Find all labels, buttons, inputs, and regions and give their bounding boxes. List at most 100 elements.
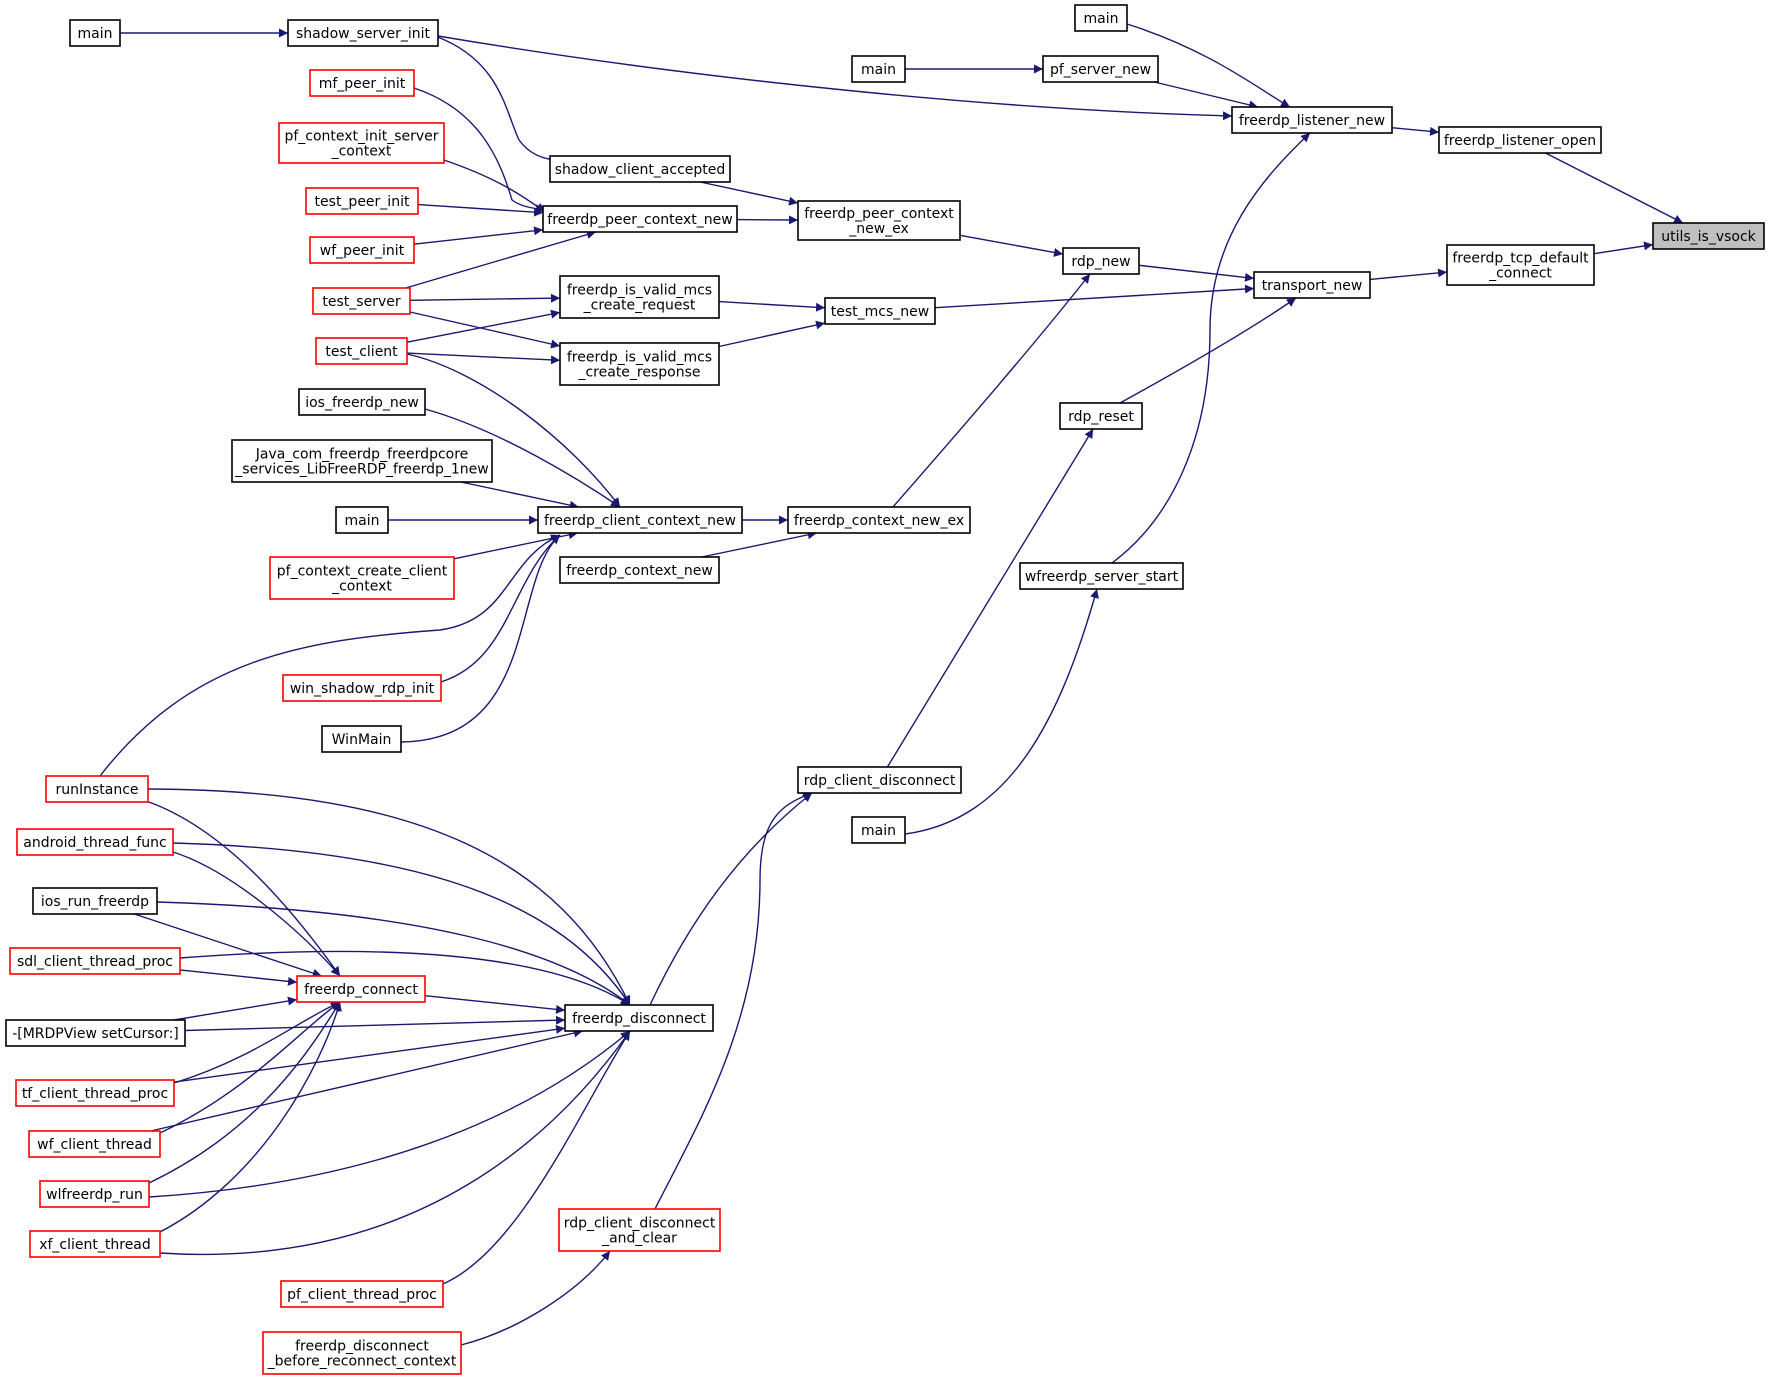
node-test-client[interactable]: test_client bbox=[315, 337, 408, 365]
edge-pf-client-thread-proc-to-freerdp-disconnect bbox=[442, 1030, 631, 1285]
node-test-server[interactable]: test_server bbox=[312, 287, 411, 315]
node-box bbox=[280, 1280, 444, 1308]
node-transport-new[interactable]: transport_new bbox=[1253, 271, 1371, 299]
node-main-c[interactable]: main bbox=[851, 816, 906, 844]
node-freerdp-context-new[interactable]: freerdp_context_new bbox=[559, 556, 720, 584]
node-rdp-reset[interactable]: rdp_reset bbox=[1059, 402, 1143, 430]
edge-rdp-client-disconnect-and-clear-to-rdp-client-disconnect bbox=[654, 791, 813, 1210]
node-freerdp-peer-context-new[interactable]: freerdp_peer_context_new bbox=[542, 205, 738, 233]
node-freerdp-peer-context-new-ex[interactable]: freerdp_peer_context_new_ex bbox=[797, 200, 961, 241]
node-freerdp-tcp-default-connect[interactable]: freerdp_tcp_default_connect bbox=[1446, 244, 1595, 286]
node-wlfreerdp-run[interactable]: wlfreerdp_run bbox=[39, 1180, 150, 1208]
edge-freerdp-listener-open-to-utils-is-vsock bbox=[1545, 152, 1684, 224]
node-box bbox=[231, 439, 493, 483]
node-ios-run-freerdp[interactable]: ios_run_freerdp bbox=[32, 887, 158, 915]
node-box bbox=[28, 1130, 161, 1158]
node-shadow-server-init[interactable]: shadow_server_init bbox=[287, 19, 439, 47]
node-freerdp-context-new-ex[interactable]: freerdp_context_new_ex bbox=[787, 506, 971, 534]
node-label: wf_client_thread bbox=[37, 1137, 152, 1153]
node-label: wfreerdp_server_start bbox=[1025, 569, 1179, 585]
node-freerdp-is-valid-mcs-create-response[interactable]: freerdp_is_valid_mcs_create_response bbox=[559, 342, 720, 386]
node-box bbox=[287, 19, 439, 47]
node-label: _and_clear bbox=[601, 1231, 677, 1247]
edge-shadow-client-accepted-to-freerdp-peer-context-new-ex bbox=[700, 181, 799, 206]
node-test-mcs-new[interactable]: test_mcs_new bbox=[824, 297, 936, 325]
node-box bbox=[797, 766, 962, 794]
node-rdp-new[interactable]: rdp_new bbox=[1062, 247, 1140, 275]
node-xf-client-thread[interactable]: xf_client_thread bbox=[29, 1230, 161, 1258]
node-pf-context-create-client-context[interactable]: pf_context_create_client_context bbox=[269, 556, 455, 600]
node-box bbox=[29, 1230, 161, 1258]
node-label: _context bbox=[331, 144, 392, 160]
node-main-e[interactable]: main bbox=[851, 55, 906, 83]
node-main-d[interactable]: main bbox=[1074, 4, 1128, 32]
node-freerdp-client-context-new[interactable]: freerdp_client_context_new bbox=[537, 506, 743, 534]
node-box bbox=[9, 947, 181, 975]
node-main-a[interactable]: main bbox=[69, 19, 121, 47]
edge-transport-new-to-freerdp-tcp-default-connect bbox=[1369, 268, 1448, 281]
node-label: xf_client_thread bbox=[39, 1237, 151, 1253]
node-runinstance[interactable]: runInstance bbox=[45, 775, 149, 803]
node-test-peer-init[interactable]: test_peer_init bbox=[305, 187, 419, 215]
edge-pf-context-create-client-context-to-freerdp-client-context-new bbox=[453, 530, 578, 560]
node-main-b[interactable]: main bbox=[335, 506, 389, 534]
node-label: test_server bbox=[322, 294, 400, 310]
node-box bbox=[559, 342, 720, 386]
node-ios-freerdp-new[interactable]: ios_freerdp_new bbox=[298, 388, 426, 416]
edge-xf-client-thread-to-freerdp-disconnect bbox=[159, 1030, 631, 1255]
node-pf-server-new[interactable]: pf_server_new bbox=[1042, 55, 1159, 83]
edge-sdl-client-thread-proc-to-freerdp-disconnect bbox=[179, 950, 631, 1006]
node-box bbox=[787, 506, 971, 534]
node-rdp-client-disconnect-and-clear[interactable]: rdp_client_disconnect_and_clear bbox=[558, 1208, 721, 1252]
node-label: pf_server_new bbox=[1050, 62, 1151, 78]
node-freerdp-connect[interactable]: freerdp_connect bbox=[296, 975, 426, 1003]
node-label: freerdp_peer_context_new bbox=[547, 212, 732, 228]
node-label: freerdp_context_new bbox=[566, 563, 713, 579]
edge-test-server-to-freerdp-peer-context-new bbox=[405, 230, 596, 289]
node-wf-peer-init[interactable]: wf_peer_init bbox=[309, 236, 415, 264]
node-win-shadow-rdp-init[interactable]: win_shadow_rdp_init bbox=[282, 674, 442, 702]
edge-wlfreerdp-run-to-freerdp-connect bbox=[148, 1001, 341, 1184]
edge-shadow-server-init-to-shadow-client-accepted bbox=[434, 35, 561, 165]
edge-test-server-to-freerdp-is-valid-mcs-create-request bbox=[409, 293, 561, 303]
node-label: freerdp_context_new_ex bbox=[794, 513, 964, 529]
node-shadow-client-accepted[interactable]: shadow_client_accepted bbox=[549, 155, 731, 183]
node-label: freerdp_is_valid_mcs bbox=[567, 350, 712, 366]
node-box bbox=[15, 1079, 175, 1107]
node-rdp-client-disconnect[interactable]: rdp_client_disconnect bbox=[797, 766, 962, 794]
node-mrdpview-setcursor[interactable]: -[MRDPView setCursor:] bbox=[5, 1019, 186, 1047]
node-freerdp-disconnect[interactable]: freerdp_disconnect bbox=[564, 1004, 714, 1032]
node-freerdp-listener-open[interactable]: freerdp_listener_open bbox=[1438, 126, 1602, 154]
node-android-thread-func[interactable]: android_thread_func bbox=[16, 828, 174, 856]
node-freerdp-is-valid-mcs-create-request[interactable]: freerdp_is_valid_mcs_create_request bbox=[559, 275, 720, 319]
node-box bbox=[298, 388, 426, 416]
edge-xf-client-thread-to-freerdp-connect bbox=[159, 1001, 342, 1233]
node-winmain[interactable]: WinMain bbox=[321, 725, 402, 753]
node-freerdp-listener-new[interactable]: freerdp_listener_new bbox=[1231, 106, 1393, 134]
edge-tf-client-thread-proc-to-freerdp-disconnect bbox=[173, 1024, 566, 1083]
node-freerdp-disconnect-before-reconnect-context[interactable]: freerdp_disconnect_before_reconnect_cont… bbox=[262, 1331, 462, 1375]
node-mf-peer-init[interactable]: mf_peer_init bbox=[309, 69, 415, 97]
node-label: main bbox=[861, 62, 896, 78]
node-box bbox=[1074, 4, 1128, 32]
node-sdl-client-thread-proc[interactable]: sdl_client_thread_proc bbox=[9, 947, 181, 975]
node-label: freerdp_tcp_default bbox=[1452, 251, 1589, 267]
node-box bbox=[1652, 222, 1765, 250]
node-label: _connect bbox=[1488, 266, 1552, 282]
node-utils-is-vsock[interactable]: utils_is_vsock bbox=[1652, 222, 1765, 250]
node-box bbox=[305, 187, 419, 215]
edge-ios-run-freerdp-to-freerdp-disconnect bbox=[156, 901, 631, 1006]
node-pf-context-init-server-context[interactable]: pf_context_init_server_context bbox=[278, 122, 445, 164]
node-wfreerdp-server-start[interactable]: wfreerdp_server_start bbox=[1019, 562, 1184, 590]
node-box bbox=[559, 556, 720, 584]
node-tf-client-thread-proc[interactable]: tf_client_thread_proc bbox=[15, 1079, 175, 1107]
node-box bbox=[309, 69, 415, 97]
node-box bbox=[262, 1331, 462, 1375]
node-label: main bbox=[345, 513, 380, 529]
node-box bbox=[1059, 402, 1143, 430]
node-pf-client-thread-proc[interactable]: pf_client_thread_proc bbox=[280, 1280, 444, 1308]
node-wf-client-thread[interactable]: wf_client_thread bbox=[28, 1130, 161, 1158]
node-java-new[interactable]: Java_com_freerdp_freerdpcore_services_Li… bbox=[231, 439, 493, 483]
node-label: freerdp_disconnect bbox=[572, 1011, 706, 1027]
